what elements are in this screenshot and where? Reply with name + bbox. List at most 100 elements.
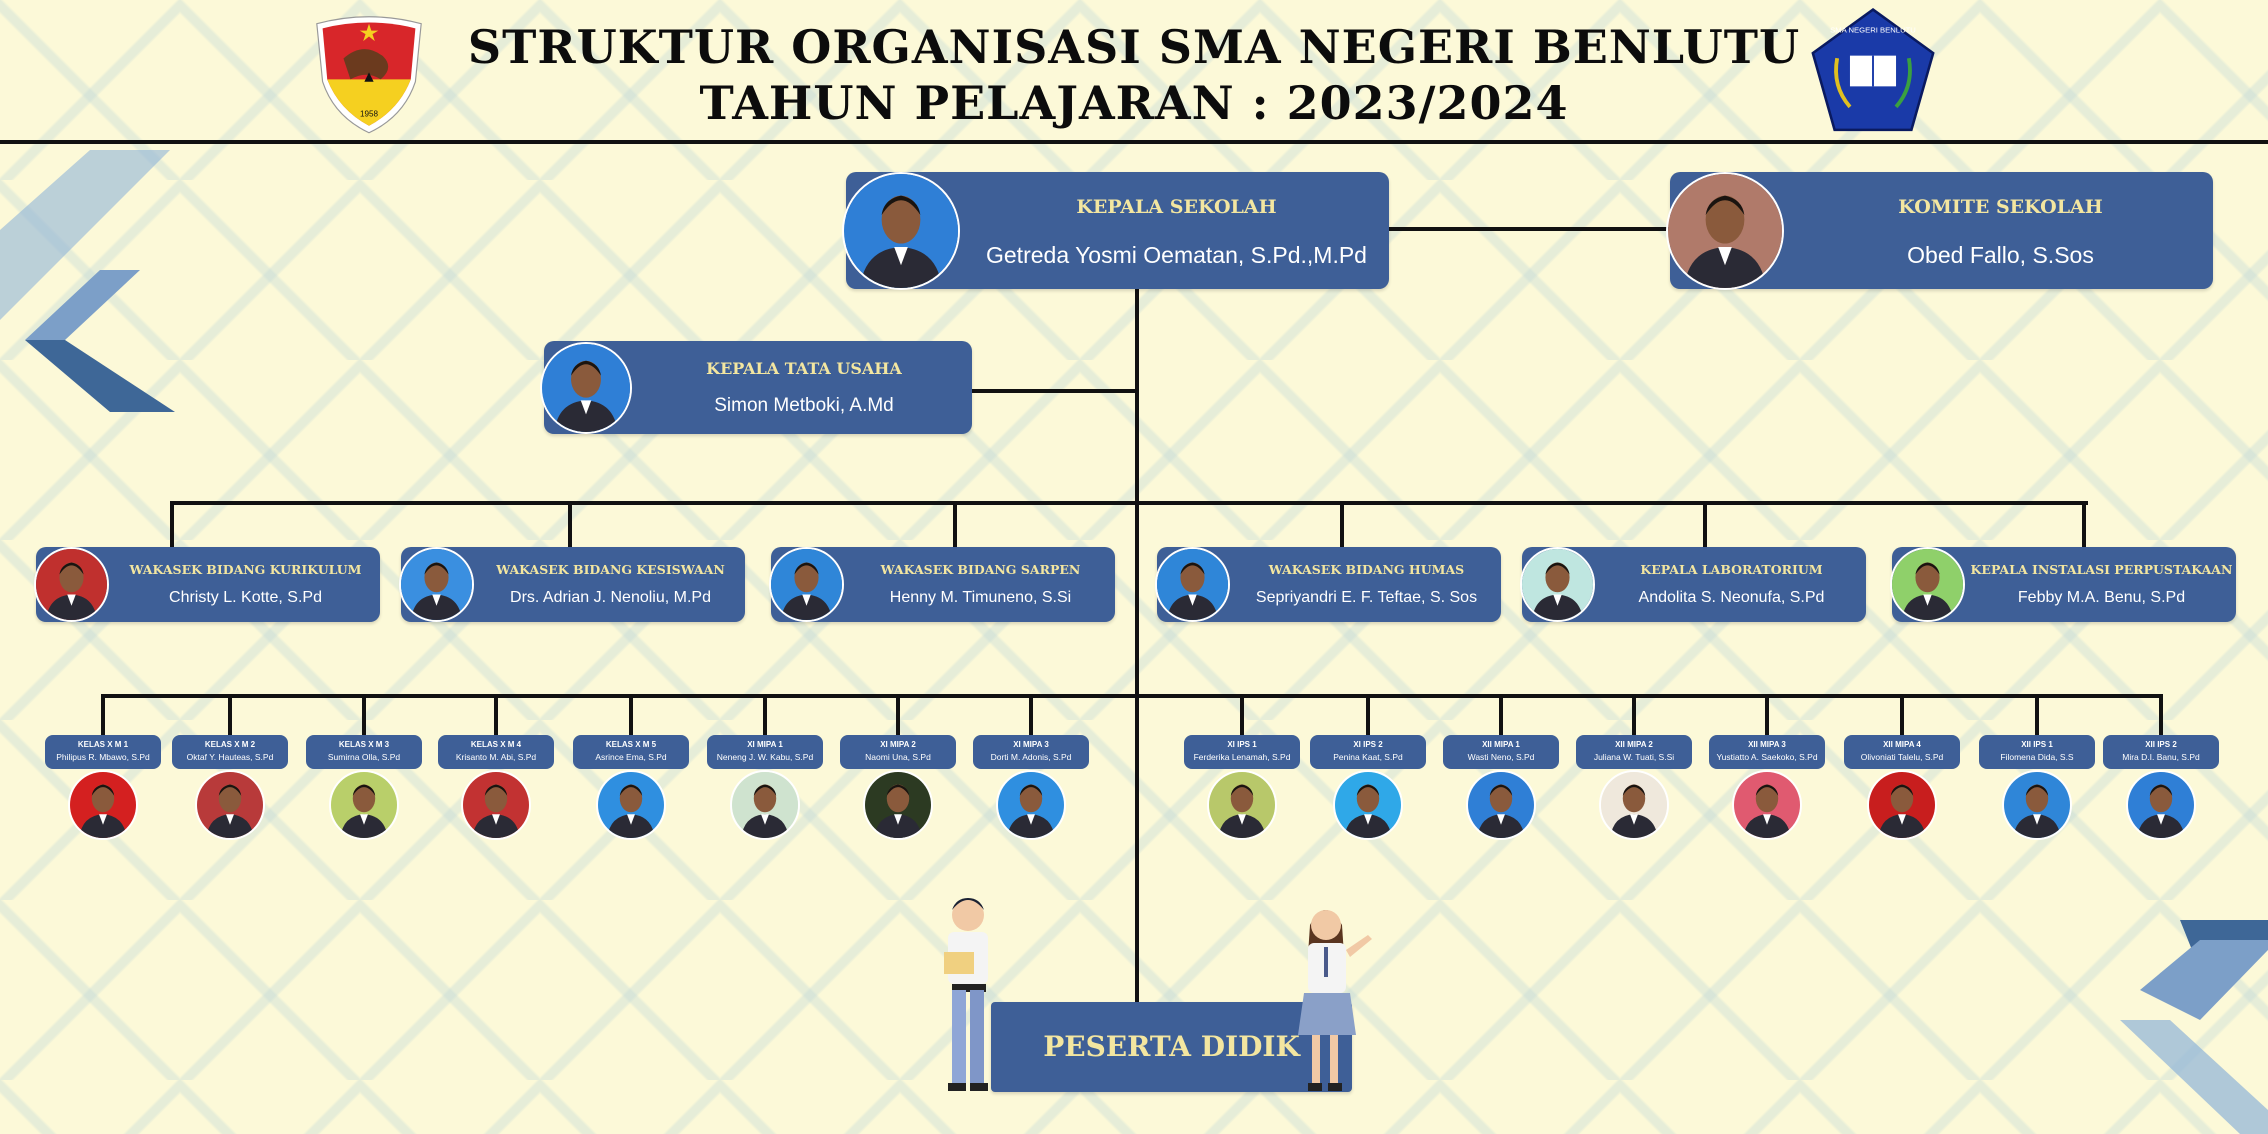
teacher-name: Oktaf Y. Hauteas, S.Pd xyxy=(186,752,274,762)
class-name: XI MIPA 1 xyxy=(747,740,783,749)
class-name: KELAS X M 5 xyxy=(605,740,657,749)
class-teacher-photo xyxy=(996,770,1066,840)
teacher-name: Sumirna Olla, S.Pd xyxy=(327,752,401,762)
teacher-name: Dorti M. Adonis, S.Pd xyxy=(990,752,1072,762)
class-teacher-box: KELAS X M 3 Sumirna Olla, S.Pd xyxy=(306,735,422,769)
class-drop-line xyxy=(1366,694,1370,736)
wakasek-drop-line xyxy=(953,501,957,547)
class-drop-line xyxy=(1765,694,1769,736)
teacher-name: Neneng J. W. Kabu, S.Pd xyxy=(716,752,814,762)
teacher-name: Naomi Una, S.Pd xyxy=(865,752,931,762)
student-boy-illustration xyxy=(930,890,1005,1095)
wakasek-drop-line xyxy=(1340,501,1344,547)
class-teacher-photo xyxy=(596,770,666,840)
class-drop-line xyxy=(896,694,900,736)
class-teacher-box: XI MIPA 2 Naomi Una, S.Pd xyxy=(840,735,956,769)
wakasek-role: WAKASEK BIDANG SARPEN xyxy=(880,562,1081,577)
teacher-name: Ferderika Lenamah, S.Pd xyxy=(1193,752,1291,762)
tata_usaha-photo xyxy=(540,341,632,434)
wakasek-name: Christy L. Kotte, S.Pd xyxy=(169,589,322,606)
logo-year: 1958 xyxy=(360,110,379,119)
class-drop-line xyxy=(1029,694,1033,736)
class-drop-line xyxy=(1499,694,1503,736)
class-drop-line xyxy=(1632,694,1636,736)
wakasek-horizontal-line xyxy=(170,501,2088,505)
teacher-name: Filomena Dida, S.S xyxy=(2000,752,2074,762)
class-name: XII MIPA 2 xyxy=(1615,740,1653,749)
wakasek-photo xyxy=(1520,547,1595,622)
class-teacher-box: XI MIPA 3 Dorti M. Adonis, S.Pd xyxy=(973,735,1089,769)
class-name: KELAS X M 1 xyxy=(77,740,129,749)
class-drop-line xyxy=(763,694,767,736)
wakasek-box: WAKASEK BIDANG HUMAS Sepriyandri E. F. Te… xyxy=(1155,547,1501,622)
class-name: XII IPS 2 xyxy=(2145,740,2177,749)
wakasek-name: Sepriyandri E. F. Teftae, S. Sos xyxy=(1255,589,1478,606)
class-horizontal-line xyxy=(101,694,2163,698)
class-name: XII MIPA 4 xyxy=(1883,740,1921,749)
student-girl-illustration xyxy=(1290,895,1385,1095)
class-teacher-photo xyxy=(68,770,138,840)
class-drop-line xyxy=(1240,694,1244,736)
wakasek-drop-line xyxy=(2082,501,2086,547)
wakasek-drop-line xyxy=(568,501,572,547)
class-teacher-box: XII MIPA 1 Wasti Neno, S.Pd xyxy=(1443,735,1559,769)
right-school-logo: SMA NEGERI BENLUTU xyxy=(1808,7,1938,135)
class-teacher-box: KELAS X M 5 Asrince Ema, S.Pd xyxy=(573,735,689,769)
komite-photo xyxy=(1666,171,1784,290)
class-name: XII MIPA 1 xyxy=(1482,740,1520,749)
wakasek-name: Drs. Adrian J. Nenoliu, M.Pd xyxy=(510,589,711,606)
class-drop-line xyxy=(101,694,105,736)
wakasek-box: WAKASEK BIDANG KESISWAAN Drs. Adrian J. N… xyxy=(399,547,745,622)
page-title-line1: STRUKTUR ORGANISASI SMA NEGERI BENLUTU xyxy=(467,20,1801,74)
class-drop-line xyxy=(2035,694,2039,736)
class-drop-line xyxy=(494,694,498,736)
wakasek-photo xyxy=(34,547,109,622)
logo-text: SMA NEGERI BENLUTU xyxy=(1830,26,1916,35)
class-name: XI MIPA 3 xyxy=(1013,740,1049,749)
wakasek-name: Febby M.A. Benu, S.Pd xyxy=(2017,589,2186,606)
teacher-name: Wasti Neno, S.Pd xyxy=(1467,752,1535,762)
peserta-didik-label: PESERTA DIDIK xyxy=(1043,1030,1300,1063)
class-name: XI MIPA 2 xyxy=(880,740,916,749)
wakasek-photo xyxy=(769,547,844,622)
komite-role: KOMITE SEKOLAH xyxy=(1898,196,2103,218)
class-teacher-photo xyxy=(863,770,933,840)
main-trunk-line xyxy=(1135,289,1139,1005)
class-teacher-photo xyxy=(1207,770,1277,840)
wakasek-role: KEPALA LABORATORIUM xyxy=(1640,562,1823,577)
class-name: XI IPS 1 xyxy=(1227,740,1257,749)
class-name: KELAS X M 3 xyxy=(338,740,390,749)
class-drop-line xyxy=(1900,694,1904,736)
class-teacher-photo xyxy=(1466,770,1536,840)
left-school-logo: 1958 xyxy=(311,12,427,134)
page-title-line2: TAHUN PELAJARAN : 2023/2024 xyxy=(699,76,1569,130)
decorative-chevron-right xyxy=(2120,920,2268,1134)
kepala_sekolah-photo xyxy=(842,171,960,290)
wakasek-photo xyxy=(1155,547,1230,622)
peserta-didik-box: PESERTA DIDIK xyxy=(991,1002,1352,1092)
teacher-name: Yustiatto A. Saekoko, S.Pd xyxy=(1716,752,1818,762)
teacher-name: Penina Kaat, S.Pd xyxy=(1333,752,1403,762)
tata_usaha-role: KEPALA TATA USAHA xyxy=(706,359,902,378)
class-teacher-box: XI IPS 1 Ferderika Lenamah, S.Pd xyxy=(1184,735,1300,769)
wakasek-role: WAKASEK BIDANG KESISWAAN xyxy=(496,562,725,577)
decorative-chevron-left xyxy=(0,150,175,412)
class-drop-line xyxy=(228,694,232,736)
class-teacher-photo xyxy=(1333,770,1403,840)
wakasek-role: WAKASEK BIDANG HUMAS xyxy=(1268,562,1465,577)
teacher-name: Asrince Ema, S.Pd xyxy=(595,752,667,762)
